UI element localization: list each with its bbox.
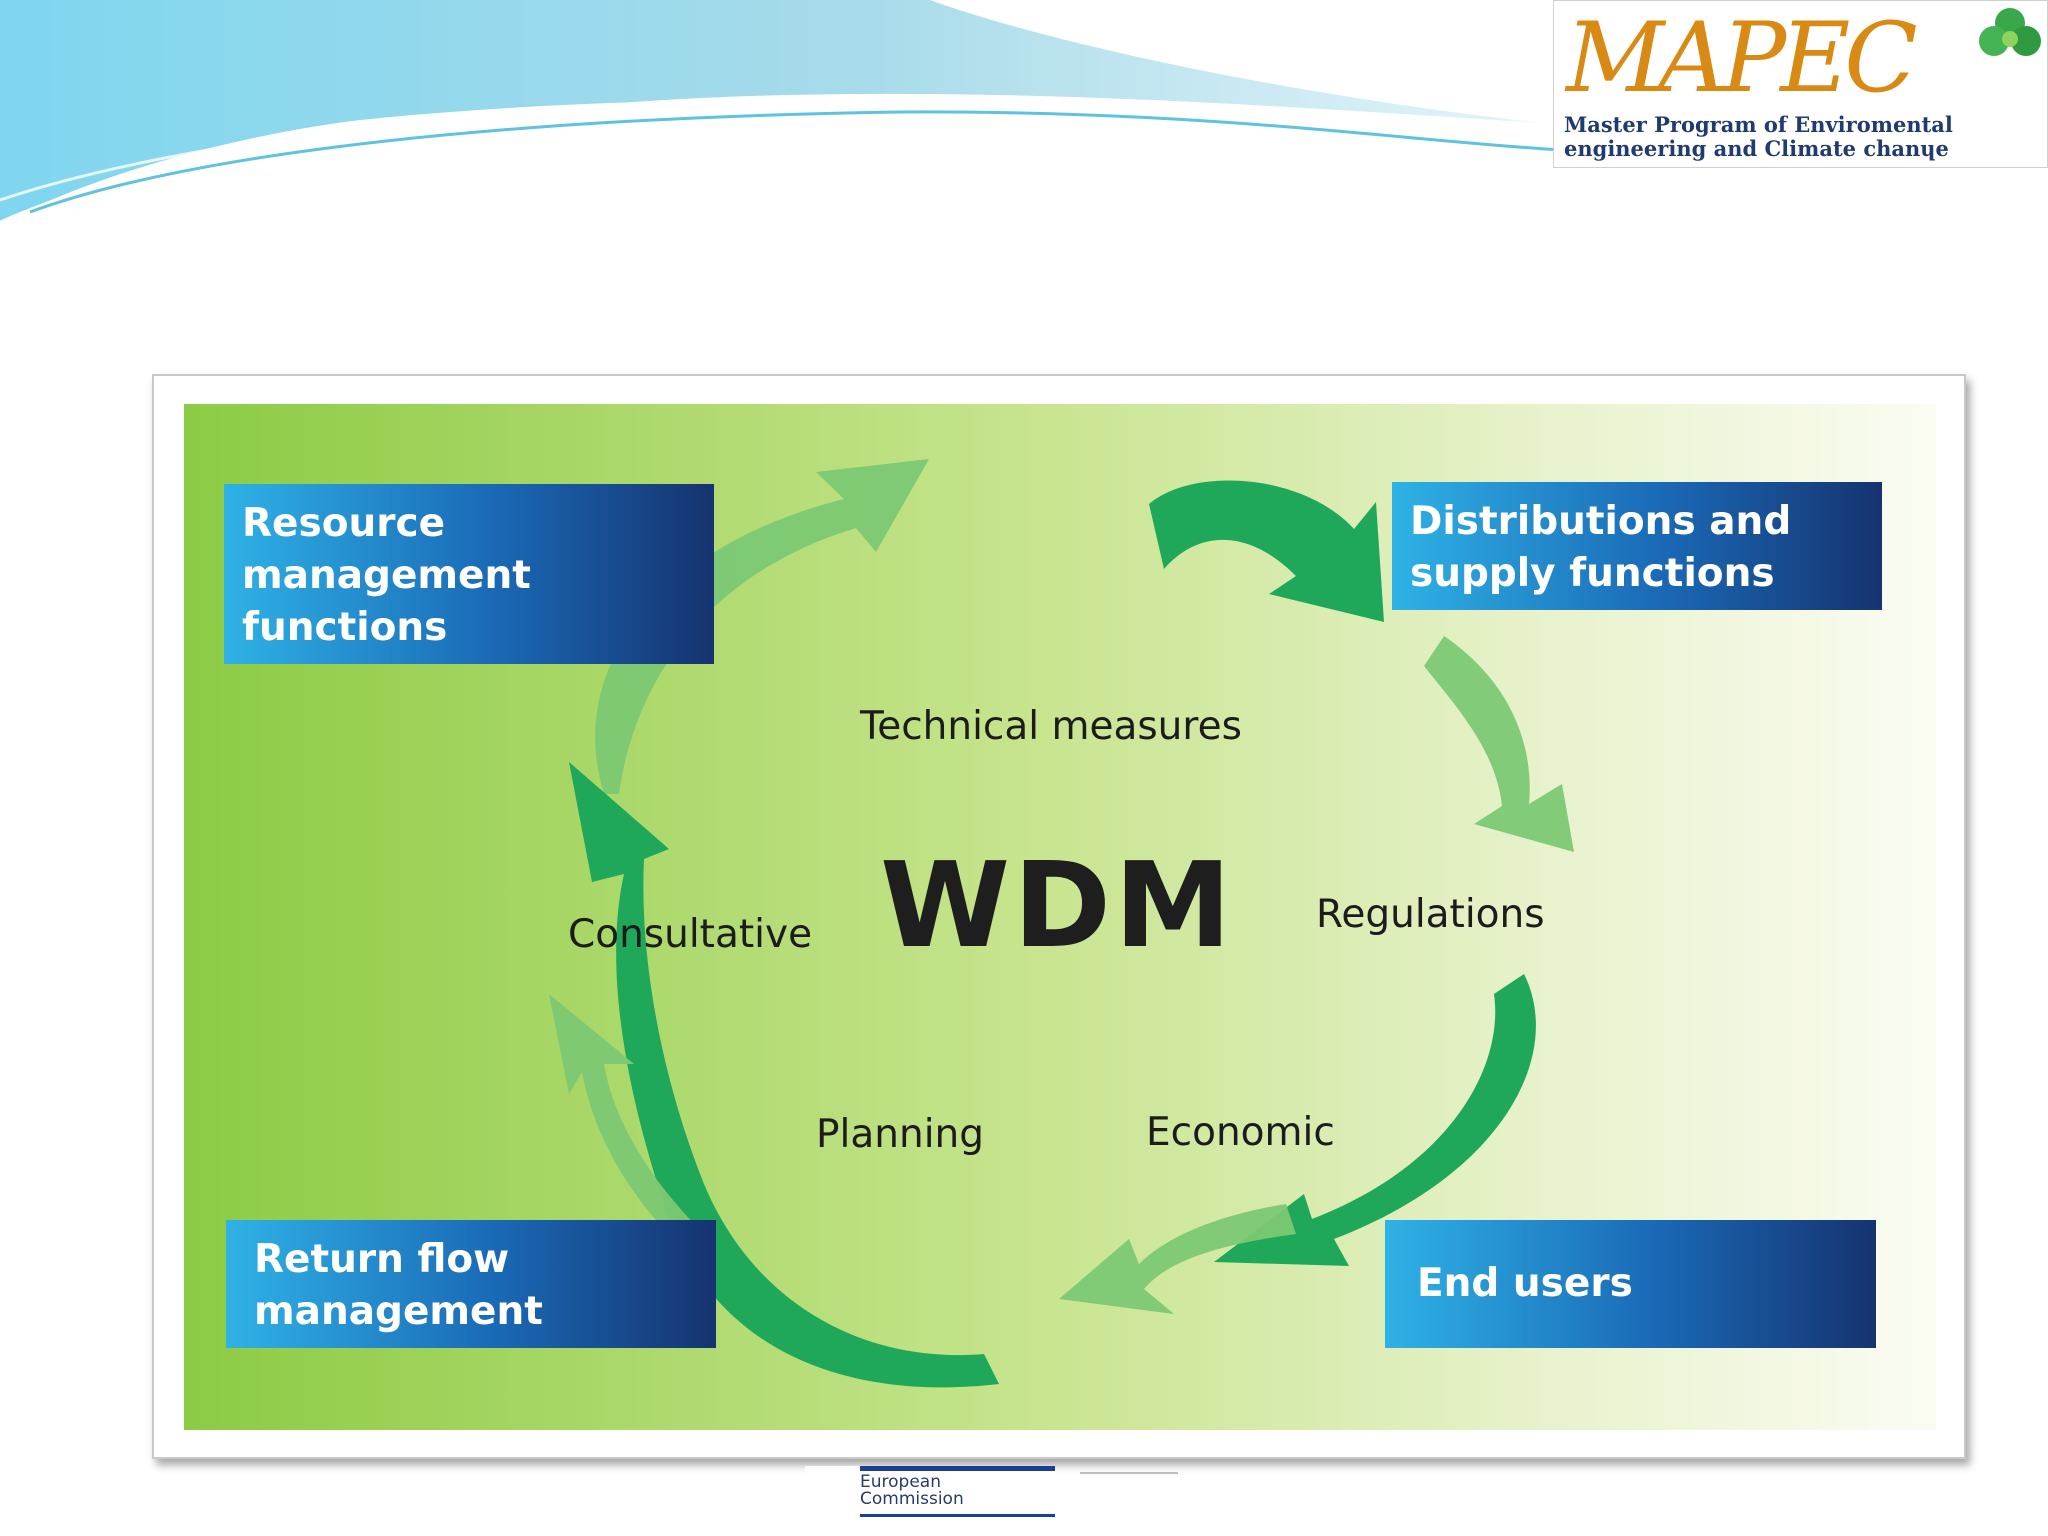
ec-bottom-bar [860,1514,1055,1517]
logo-subtitle-line1: Master Program of Enviromental [1564,112,1953,137]
end-users-box: End users [1385,1220,1876,1348]
logo-subtitle: Master Program of Enviromental engineeri… [1564,113,2044,161]
mapec-logo: MAPEC Master Program of Enviromental eng… [1553,0,2048,168]
footer-divider [1080,1472,1178,1474]
consultative-label: Consultative [568,912,813,957]
clover-icon [1979,8,2041,56]
arrow-left-down-light [549,994,704,1254]
arrow-down-right [1424,636,1574,852]
ec-line1: European [860,1472,941,1492]
header-wave [0,0,1561,229]
technical-measures-label: Technical measures [860,704,1242,749]
arrow-bottom-right [1214,974,1536,1266]
wdm-center-label: WDM [880,836,1235,974]
european-commission-logo: European Commission [805,1466,1055,1526]
logo-subtitle-line2: engineering and Climate chanɥe [1564,136,1949,161]
arrow-bottom-left-light [1059,1204,1296,1314]
wdm-figure: Resource management functions Distributi… [152,374,1966,1459]
logo-mark: MAPEC [1566,2,1918,114]
ec-line2: Commission [860,1489,964,1509]
diagram-panel: Resource management functions Distributi… [184,404,1936,1430]
planning-label: Planning [816,1112,984,1157]
resource-management-box: Resource management functions [224,484,714,664]
ec-top-bar [860,1466,1055,1471]
distribution-supply-box: Distributions and supply functions [1392,482,1882,610]
economic-label: Economic [1146,1110,1335,1155]
regulations-label: Regulations [1316,892,1545,937]
arrow-top-right [1149,480,1384,622]
return-flow-box: Return flow management [226,1220,716,1348]
ec-text: European Commission [860,1474,964,1508]
